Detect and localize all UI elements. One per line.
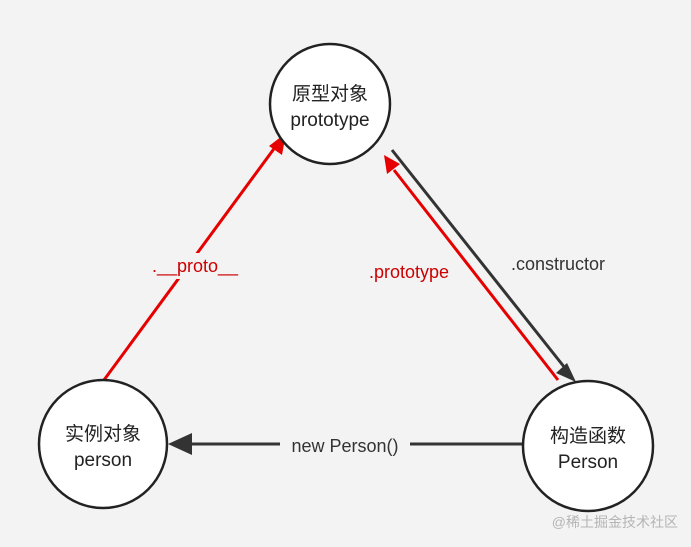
- constructor-edge: [390, 149, 567, 369]
- instance-node-subtitle: person: [74, 450, 132, 471]
- new-person-arrowhead: [168, 433, 192, 455]
- constructor-arrowhead: [556, 363, 576, 382]
- new-person-edge-label: new Person(): [291, 436, 398, 456]
- proto-label-bg: [147, 253, 243, 279]
- prototype-node-subtitle: prototype: [290, 110, 369, 131]
- prototype-arrowhead: [384, 155, 400, 174]
- prototype-node-title: 原型对象: [292, 83, 368, 105]
- proto-edge-label: .__proto__: [152, 256, 239, 277]
- constructor-node: 构造函数 Person: [521, 379, 655, 513]
- constructor-node-subtitle: Person: [558, 452, 618, 473]
- new-person-label-bg: [280, 433, 410, 457]
- instance-node: 实例对象 person: [37, 378, 169, 510]
- prototype-node: 原型对象 prototype: [268, 42, 392, 166]
- constructor-node-title: 构造函数: [550, 425, 626, 447]
- instance-node-title: 实例对象: [65, 423, 141, 445]
- prototype-edge-label: .prototype: [369, 262, 449, 282]
- watermark-text: @稀土掘金技术社区: [552, 514, 678, 530]
- constructor-edge-label: .constructor: [511, 254, 605, 274]
- prototype-edge: [392, 169, 560, 381]
